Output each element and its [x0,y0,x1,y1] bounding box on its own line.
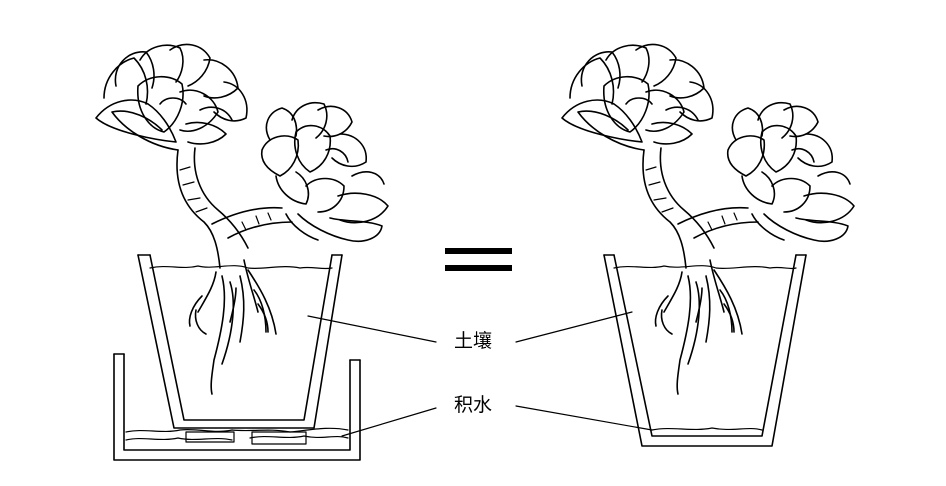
water-leader-left [341,407,437,437]
right-scene [561,43,855,447]
leader-lines [307,311,653,437]
water-leader-right [515,405,653,431]
left-pot [137,254,343,429]
soil-label: 土壤 [454,330,493,352]
right-pot [603,254,807,447]
left-scene [95,43,389,461]
soil-leader-left [307,315,437,343]
water-label: 积水 [454,394,493,416]
right-plant [561,43,855,395]
soil-leader-right [515,311,633,343]
saucer [113,353,361,461]
left-plant [95,43,389,395]
equals-sign [445,248,512,271]
